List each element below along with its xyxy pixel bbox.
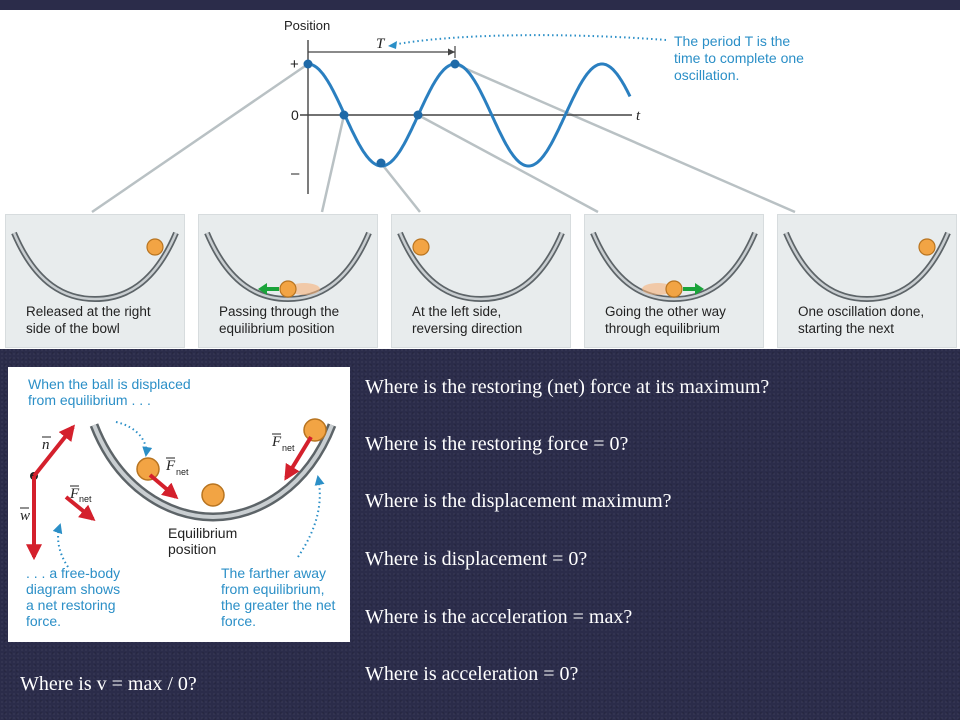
bowl-illustration: [397, 231, 565, 303]
callout-arrow-displaced: [115, 421, 153, 457]
ball: [146, 238, 164, 256]
connector-2: [320, 114, 346, 213]
point-min: [376, 158, 386, 168]
normal-force-arrow: [32, 424, 75, 478]
bowl-inner: [591, 232, 757, 301]
tick-minus: –: [291, 165, 300, 182]
bowl-inner: [92, 424, 334, 520]
stage-caption: Released at the right side of the bowl: [26, 304, 151, 336]
callout-farther: The farther away from equilibrium, the g…: [221, 565, 336, 629]
connector-lines: [91, 62, 796, 214]
velocity-arrow: [258, 283, 279, 295]
vec-fnet-sub-freebody: net: [79, 494, 92, 504]
oscillation-graph-svg: Position + 0 – t T: [91, 18, 796, 214]
point-equilibrium-1: [339, 110, 349, 120]
period-annotation-arrow: [391, 34, 667, 46]
bowl-illustration: [783, 231, 951, 303]
stage-card-4: Going the other way through equilibrium: [584, 214, 764, 348]
tick-plus: +: [290, 56, 299, 73]
connector-5: [454, 62, 796, 214]
stage-caption: At the left side, reversing direction: [412, 304, 523, 336]
bowl-illustration: [11, 231, 179, 303]
callout-freebody: . . . a free-body diagram shows a net re…: [26, 565, 121, 629]
oscillation-figure: Position + 0 – t T The period T is the t…: [0, 10, 960, 349]
bowl-illustration: [590, 231, 758, 303]
stage-card-3: At the left side, reversing direction: [391, 214, 571, 348]
vec-fnet-label-left: F: [165, 458, 176, 474]
question-displacement-max: Where is the displacement maximum?: [365, 490, 672, 512]
tick-zero: 0: [291, 107, 299, 123]
ball: [665, 280, 683, 298]
point-max-end: [450, 59, 460, 69]
fnet-arrow-right-ball: [284, 435, 313, 481]
vec-n-label: n: [42, 437, 50, 453]
velocity-arrow: [683, 283, 704, 295]
vec-fnet-label-freebody: F: [69, 486, 80, 502]
position-curve: [308, 62, 632, 168]
callout-displaced: When the ball is displaced from equilibr…: [28, 376, 191, 408]
bowl-inner: [398, 232, 564, 301]
callout-arrow-farther: [297, 475, 325, 558]
vector-overbars: [20, 433, 281, 509]
vec-w-label: w: [20, 508, 30, 524]
ball-displaced-left: [136, 457, 160, 481]
restoring-force-figure: n w F F F net net net When the ball is d…: [8, 367, 350, 642]
stage-card-5: One oscillation done, starting the next: [777, 214, 957, 348]
stage-caption: One oscillation done, starting the next: [798, 304, 925, 336]
question-acceleration-zero: Where is acceleration = 0?: [365, 663, 579, 685]
period-bracket: [308, 46, 456, 58]
callout-arrow-freebody: [52, 523, 69, 568]
ball-equilibrium: [201, 483, 225, 507]
x-axis-label: t: [636, 108, 641, 124]
question-velocity: Where is v = max / 0?: [20, 673, 197, 695]
point-equilibrium-2: [413, 110, 423, 120]
graph-axes: [300, 40, 632, 194]
stage-card-1: Released at the right side of the bowl: [5, 214, 185, 348]
question-acceleration-max: Where is the acceleration = max?: [365, 606, 633, 628]
ball: [412, 238, 430, 256]
key-points: [303, 59, 460, 168]
question-displacement-zero: Where is displacement = 0?: [365, 548, 588, 570]
ball-displaced-right: [303, 418, 327, 442]
vec-fnet-sub-left: net: [176, 467, 189, 477]
vec-fnet-sub-right: net: [282, 443, 295, 453]
period-annotation-arrowhead: [388, 41, 397, 49]
bowl-inner: [12, 232, 178, 301]
y-axis-label: Position: [284, 18, 330, 33]
connector-4: [417, 113, 599, 214]
bowl-illustration: [204, 231, 372, 303]
question-net-force-max: Where is the restoring (net) force at it…: [365, 376, 770, 398]
connector-1: [91, 62, 309, 214]
stage-caption: Passing through the equilibrium position: [219, 304, 340, 336]
fnet-arrow-left-ball: [148, 473, 179, 500]
bowl-inner: [784, 232, 950, 301]
equilibrium-label: Equilibrium position: [168, 525, 238, 557]
ball: [279, 280, 297, 298]
stage-caption: Going the other way through equilibrium: [605, 304, 726, 336]
top-strip: [0, 0, 960, 10]
period-label: T: [376, 36, 386, 52]
question-restoring-force-zero: Where is the restoring force = 0?: [365, 433, 629, 455]
freebody-fnet-arrow: [64, 495, 96, 522]
connector-3: [380, 162, 421, 213]
period-arrowhead: [448, 48, 455, 56]
period-annotation: The period T is the time to complete one…: [674, 33, 804, 83]
vec-fnet-label-right: F: [271, 434, 282, 450]
point-max-start: [303, 59, 313, 69]
bowl-inner: [205, 232, 371, 301]
stage-card-2: Passing through the equilibrium position: [198, 214, 378, 348]
restoring-force-svg: n w F F F net net net: [20, 418, 337, 568]
ball: [918, 238, 936, 256]
